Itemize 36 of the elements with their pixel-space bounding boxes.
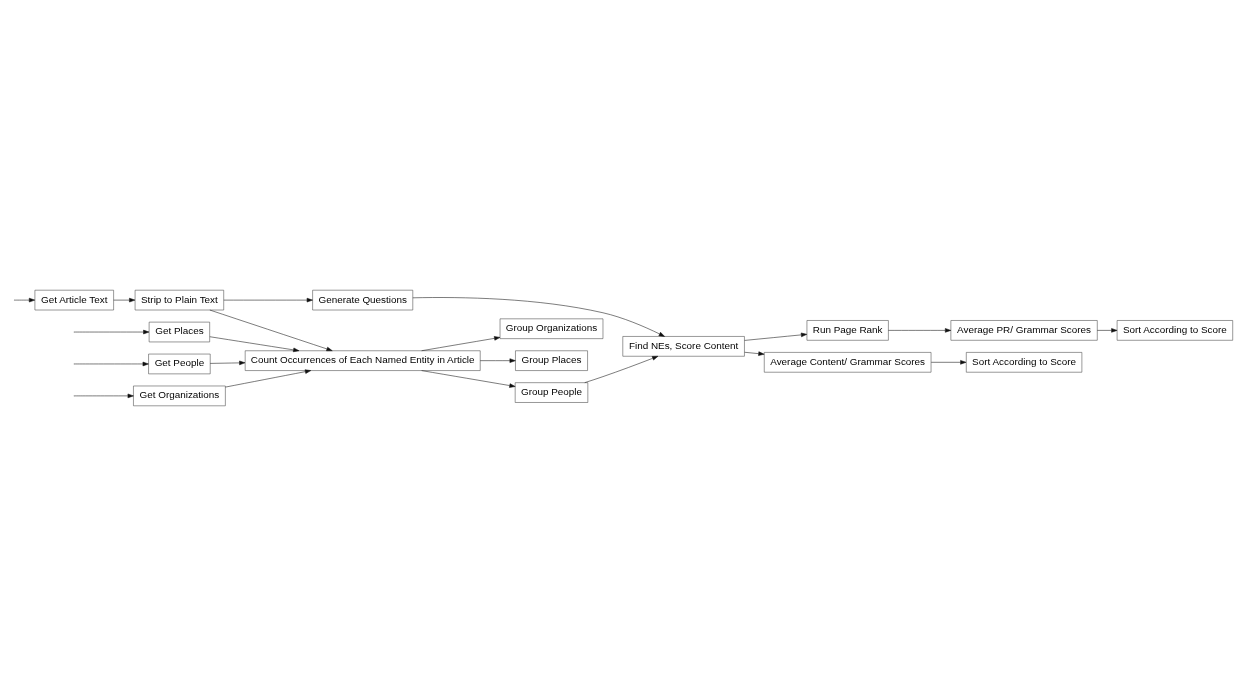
- arrow: [421, 370, 516, 388]
- arrow: [209, 360, 246, 366]
- node-box: Sort According to Score: [966, 352, 1083, 373]
- arrow: [412, 297, 665, 337]
- arrow: [1097, 328, 1118, 333]
- arrow: [744, 332, 808, 341]
- arrow: [113, 297, 136, 303]
- arrow: [421, 336, 501, 351]
- arrow: [209, 309, 333, 352]
- node-box: Group Places: [515, 350, 588, 371]
- arrow: [14, 297, 36, 303]
- node-box: Get Article Text: [34, 289, 114, 311]
- node-box: Run Page Rank: [806, 320, 889, 341]
- node-box: Find NEs, Score Content: [622, 336, 745, 357]
- node-box: Group People: [514, 382, 589, 403]
- arrow: [223, 297, 313, 303]
- arrow: [74, 361, 149, 367]
- node-box: Strip to Plain Text: [134, 289, 224, 311]
- arrow: [74, 393, 134, 399]
- node-box: Get People: [148, 353, 211, 375]
- node-box: Average PR/ Grammar Scores: [950, 320, 1098, 341]
- node-box: Group Organizations: [499, 318, 604, 339]
- arrow: [225, 369, 312, 388]
- arrow: [888, 328, 952, 333]
- node-box: Count Occurrences of Each Named Entity in Article: [244, 350, 481, 371]
- arrow: [930, 360, 967, 365]
- arrow: [209, 336, 300, 353]
- node-box: Generate Questions: [312, 289, 414, 311]
- arrow: [744, 351, 765, 356]
- arrow: [584, 356, 659, 383]
- node-box: Get Places: [148, 321, 210, 343]
- arrow: [74, 329, 150, 335]
- node-box: Sort According to Score: [1116, 320, 1233, 341]
- node-box: Average Content/ Grammar Scores: [764, 352, 932, 373]
- node-box: Get Organizations: [133, 385, 226, 407]
- arrow: [480, 358, 516, 363]
